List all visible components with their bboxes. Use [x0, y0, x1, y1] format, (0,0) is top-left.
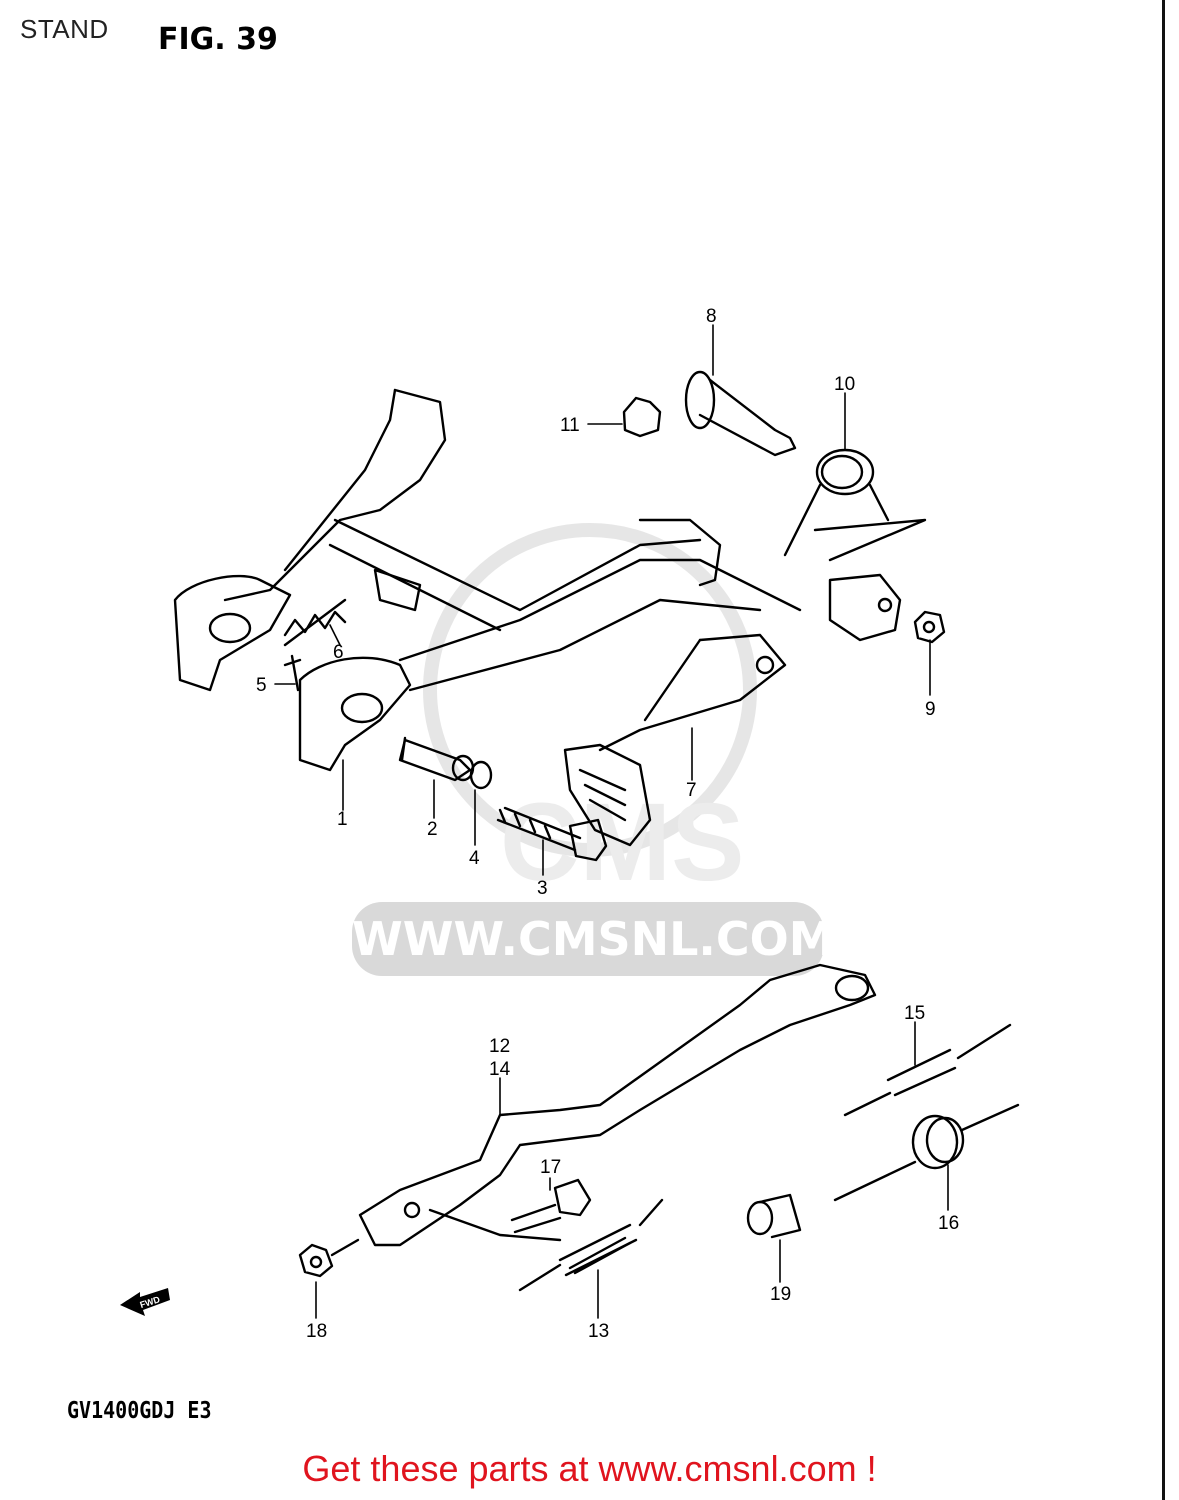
callout-6: 6 [333, 642, 344, 663]
section-title: STAND [20, 14, 109, 44]
watermark-url: WWW.CMSNL.COM [352, 902, 835, 976]
page-border [1162, 0, 1165, 1500]
part-bolt[interactable] [496, 806, 608, 862]
part-pivot-shaft[interactable] [684, 370, 797, 457]
part-stand-bolt[interactable] [510, 1178, 592, 1234]
part-cotter-pin[interactable] [283, 654, 302, 692]
callout-10: 10 [834, 374, 855, 395]
watermark-logo: CMS [423, 523, 757, 904]
callout-4: 4 [469, 848, 480, 869]
footer-parts-link[interactable]: Get these parts at www.cmsnl.com ! [302, 1448, 877, 1489]
part-spring-upper-right[interactable] [843, 1023, 1012, 1117]
part-stand-lever[interactable] [563, 633, 787, 847]
part-nut[interactable] [913, 610, 946, 644]
part-side-stand[interactable] [358, 963, 877, 1247]
callout-18: 18 [306, 1321, 327, 1342]
callout-11: 11 [560, 415, 580, 436]
callout-9: 9 [925, 699, 936, 720]
part-lower-nut[interactable] [298, 1238, 360, 1278]
callout-2: 2 [427, 819, 438, 840]
part-main-stand[interactable] [173, 388, 902, 772]
figure-label: FIG. 39 [158, 22, 278, 57]
leader-lines [274, 324, 949, 1319]
callout-14: 14 [489, 1059, 511, 1080]
part-rubber-cap[interactable] [622, 396, 662, 438]
callout-19: 19 [770, 1284, 791, 1305]
part-spring-small[interactable] [283, 598, 347, 647]
callout-5: 5 [256, 675, 267, 696]
part-washer[interactable] [469, 760, 493, 790]
part-coil-spring[interactable] [783, 448, 927, 562]
callout-17: 17 [540, 1157, 561, 1178]
callout-8: 8 [706, 306, 717, 327]
model-code: GV1400GDJ E3 [67, 1396, 212, 1424]
part-spring-lower-left[interactable] [518, 1198, 664, 1292]
callout-7: 7 [686, 780, 697, 801]
part-spring-large[interactable] [833, 1103, 1020, 1202]
callout-16: 16 [938, 1213, 959, 1234]
callout-15: 15 [904, 1003, 925, 1024]
callout-12: 12 [489, 1036, 510, 1057]
part-bushing[interactable] [746, 1193, 802, 1239]
callout-1: 1 [337, 809, 348, 830]
fwd-arrow-icon: FWD [120, 1288, 170, 1316]
callout-13: 13 [588, 1321, 609, 1342]
callout-3: 3 [537, 878, 548, 899]
